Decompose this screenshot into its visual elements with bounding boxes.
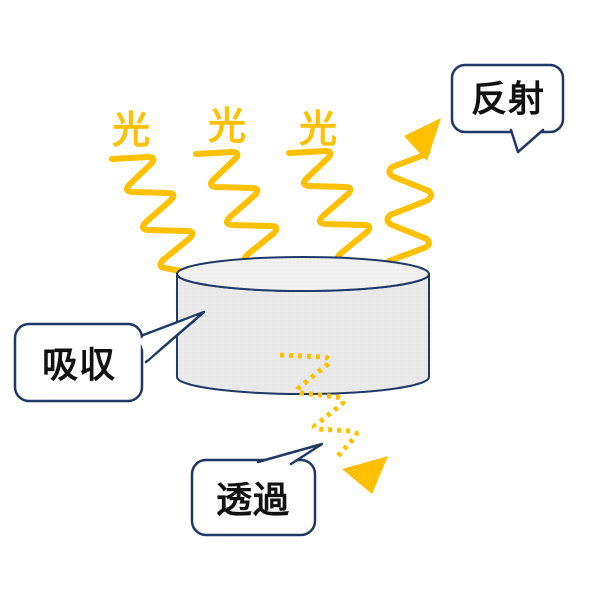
absorption-bubble-tail-fill: [139, 316, 196, 360]
light-label-1: 光: [112, 108, 150, 152]
cylinder-top-face: [176, 256, 430, 292]
reflection-label: 反射: [471, 79, 545, 120]
transmission-bubble-tail: [256, 442, 324, 466]
incident-light-wave-1: [112, 157, 192, 271]
incident-light-wave-2: [196, 152, 276, 266]
reflection-bubble: [450, 63, 565, 134]
transmission-bubble: [190, 458, 317, 537]
reflection-arrowhead: [404, 118, 441, 161]
transmission-label: 透過: [216, 480, 290, 521]
transmission-callout: 透過: [190, 442, 324, 537]
absorption-label: 吸収: [42, 345, 116, 386]
light-label-2: 光: [208, 104, 246, 148]
absorption-bubble: [13, 322, 144, 403]
reflected-light-wave: [384, 145, 434, 264]
absorption-callout: 吸収: [13, 310, 206, 403]
transmission-arrowhead: [342, 456, 388, 494]
incident-light-wave-3: [289, 151, 369, 265]
light-label-3: 光: [299, 107, 337, 151]
reflection-callout: 反射: [450, 63, 565, 154]
reflection-bubble-tail: [509, 128, 545, 154]
